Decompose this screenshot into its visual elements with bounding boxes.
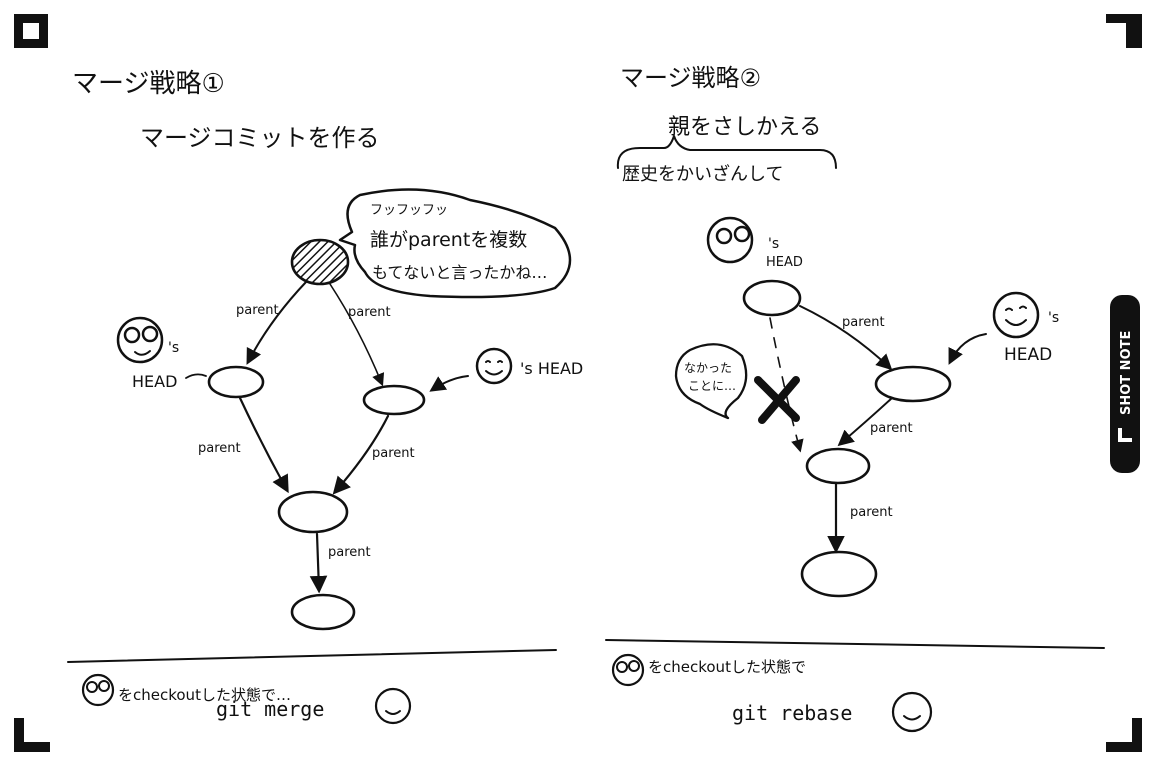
smiley-face-icon [475,347,513,385]
right-footer-smiley-icon [891,691,933,733]
right-other-commit [874,365,952,403]
left-head-a-label: HEAD [132,372,177,391]
corner-marker-bottom-right [1106,718,1142,752]
right-footer-glasses-icon [611,653,645,687]
left-head-b-arrow [429,375,469,392]
left-parent-commit-a [207,365,265,399]
right-panel: マージ戦略② 親をさしかえる 歴史をかいざんして 's HEAD parent … [605,64,1105,733]
right-head-b-arrow [948,333,987,365]
left-footer-glasses-icon [81,673,115,707]
right-smiley-face-icon [992,291,1040,339]
left-edge-merge-to-b [329,283,385,387]
right-edge-removed [769,317,804,453]
right-edge-label-3: parent [850,505,893,520]
right-bubble-line2: ことに… [688,379,736,393]
left-parent-commit-b [362,384,426,416]
shot-note-tab: SHOT NOTE [1110,295,1140,473]
left-title: マージ戦略① [72,69,225,99]
right-edge-label-1: parent [842,315,885,330]
corner-marker-bottom-left [14,718,50,752]
left-root-commit [290,593,356,631]
left-head-a-suffix: 's [168,340,179,356]
right-head-b-suffix: 's [1048,310,1059,326]
left-edge-base-to-root [309,532,328,594]
right-subtitle: 親をさしかえる [668,115,821,140]
right-command: git rebase [732,701,852,725]
left-footer-divider [67,649,557,663]
right-head-b-label: HEAD [1004,345,1052,365]
left-head-b-label: 's HEAD [520,359,583,378]
right-footer-divider [605,639,1105,649]
left-edge-label-1: parent [236,303,279,318]
left-subtitle: マージコミットを作る [140,124,380,152]
right-head-a-label: HEAD [766,255,803,270]
left-bubble-line2: 誰がparentを複数 [370,229,527,251]
right-root-commit [800,550,878,598]
left-head-a-arrow [185,373,207,379]
left-edge-label-2: parent [348,305,391,320]
right-head-commit [742,279,802,317]
glasses-face-icon [116,316,164,364]
shot-note-label: SHOT NOTE [1119,331,1134,415]
right-base-commit [805,447,871,485]
right-title: マージ戦略② [620,64,761,92]
right-footer-text: をcheckoutした状態で [648,658,806,676]
left-footer-text: をcheckoutした状態で… [118,686,291,704]
right-head-a-suffix: 's [768,236,779,252]
right-subtitle-brace [616,135,837,169]
right-glasses-face-icon [706,216,754,264]
right-subtitle2: 歴史をかいざんして [622,163,783,185]
left-edge-b-to-base [332,414,390,495]
left-bubble-line1: フッフッフッ [370,203,448,218]
right-bubble-line1: なかった [684,361,732,375]
left-edge-label-5: parent [328,545,371,560]
left-edge-label-3: parent [198,441,241,456]
left-panel: マージ戦略① マージコミットを作る フッフッフッ 誰がparentを複数 もてな… [67,69,583,725]
corner-marker-top-left [14,14,48,48]
left-command: git merge [216,697,324,721]
right-speech-bubble: なかった ことに… [674,343,748,420]
left-edge-a-to-base [238,396,289,494]
left-speech-bubble: フッフッフッ 誰がparentを複数 もてないと言ったかね… [338,188,572,299]
left-bubble-line3: もてないと言ったかね… [372,263,547,282]
left-footer-smiley-icon [374,687,412,725]
right-edge-other-to-base [837,397,893,447]
left-edge-label-4: parent [372,446,415,461]
corner-marker-top-right [1106,14,1142,48]
right-edge-label-2: parent [870,421,913,436]
cross-mark-icon [754,376,800,424]
right-edge-head-to-other [799,305,893,371]
left-edge-merge-to-a [246,281,307,365]
left-base-commit [277,490,349,534]
merge-commit-node [290,238,350,286]
